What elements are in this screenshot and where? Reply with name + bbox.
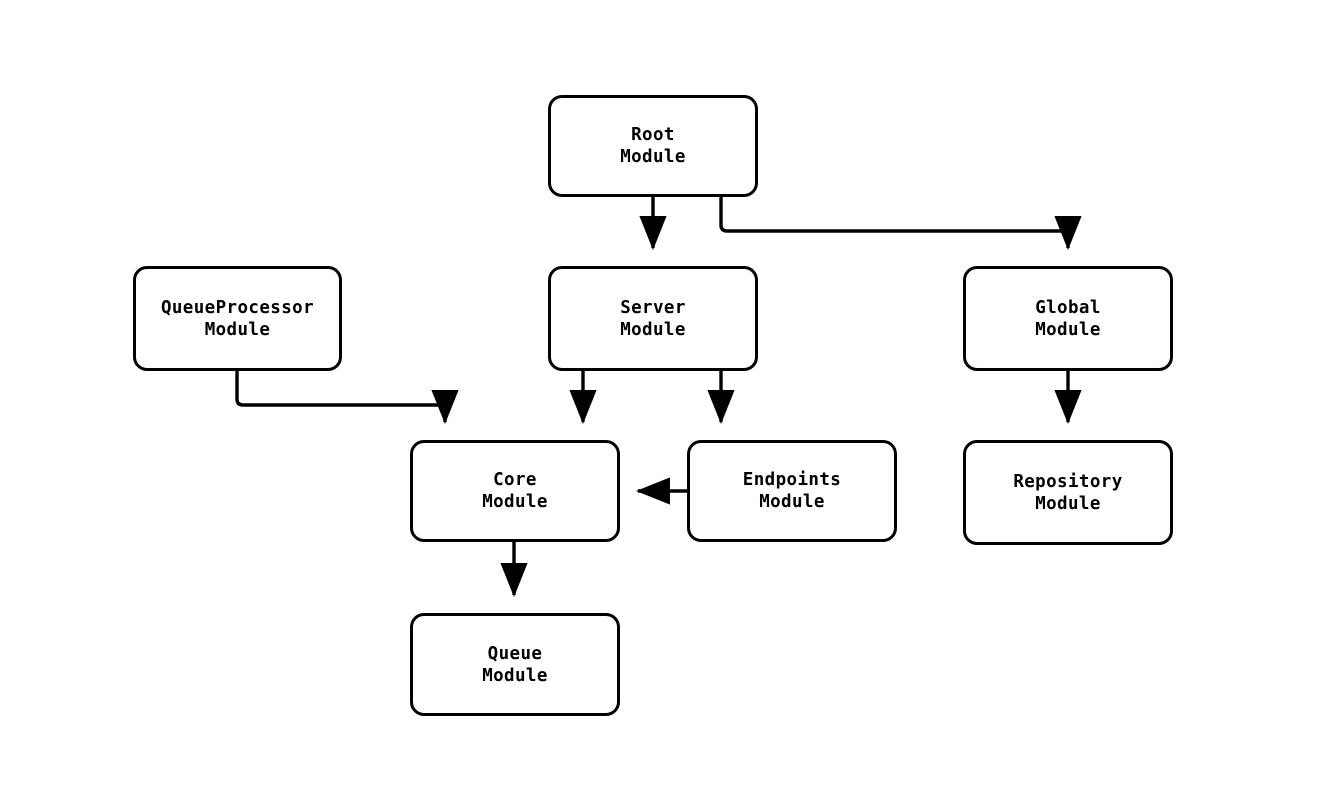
node-server-module-line2: Module [620, 319, 686, 340]
node-queue-module[interactable]: Queue Module [410, 613, 620, 716]
node-server-module-line1: Server [620, 297, 686, 318]
node-global-module-line1: Global [1035, 297, 1101, 318]
node-queue-module-line2: Module [482, 665, 548, 686]
node-core-module-line2: Module [482, 492, 548, 512]
node-repository-module[interactable]: Repository Module [963, 440, 1173, 545]
node-root-module-line1: Root [631, 125, 675, 145]
node-global-module-line2: Module [1035, 319, 1101, 340]
node-server-module[interactable]: Server Module [548, 266, 758, 371]
node-queue-module-line1: Queue [487, 643, 543, 664]
node-queueprocessor-module-line2: Module [204, 319, 271, 340]
node-endpoints-module-line1: Endpoints [742, 470, 842, 490]
node-repository-module-line2: Module [1035, 493, 1101, 514]
edge-root-to-global [719, 197, 1082, 251]
node-repository-module-line1: Repository [1013, 471, 1123, 492]
node-endpoints-module-line2: Module [759, 492, 825, 512]
node-global-module[interactable]: Global Module [963, 266, 1173, 371]
node-core-module[interactable]: Core Module [410, 440, 620, 542]
node-root-module-line2: Module [620, 147, 686, 167]
node-core-module-line1: Core [493, 470, 537, 490]
node-queueprocessor-module[interactable]: QueueProcessor Module [133, 266, 342, 371]
node-root-module[interactable]: Root Module [548, 95, 758, 197]
node-queueprocessor-module-line1: QueueProcessor [160, 297, 315, 318]
node-endpoints-module[interactable]: Endpoints Module [687, 440, 897, 542]
edge-queueprocessor-to-core [235, 371, 459, 425]
